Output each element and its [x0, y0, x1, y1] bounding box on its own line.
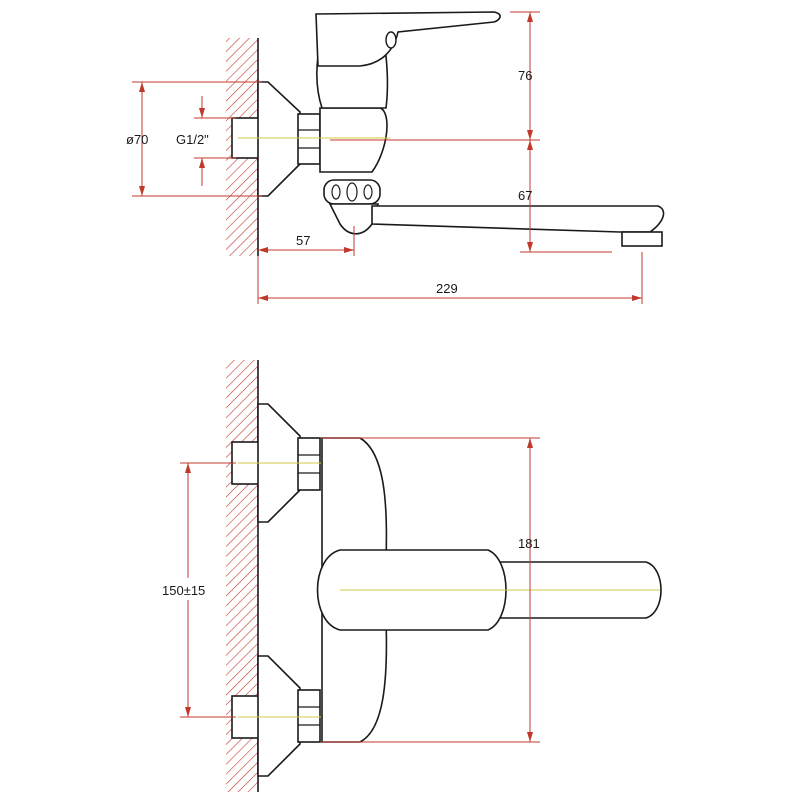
dim-g12-arrow-bot — [199, 158, 205, 168]
flange-side — [257, 81, 301, 197]
dim-70-arrow-top — [139, 82, 145, 92]
handle-side — [315, 11, 501, 67]
collar-hole-3 — [363, 184, 373, 200]
dim-229-label: 229 — [436, 281, 458, 296]
dim-229-arrow-left — [258, 295, 268, 301]
dim-57-label: 57 — [296, 233, 310, 248]
dim-g12-label: G1/2" — [176, 132, 209, 147]
dim-67-arrow-top — [527, 140, 533, 150]
dim-181-arrow-top — [527, 438, 533, 448]
dim-181-arrow-bot — [527, 732, 533, 742]
dim-g12-arrow-top — [199, 108, 205, 118]
top-view: 150±15 181 — [162, 360, 662, 792]
aerator-side — [621, 231, 663, 247]
dim-150-arrow-top — [185, 463, 191, 473]
dim-67-label: 67 — [518, 188, 532, 203]
dim-70-arrow-bot — [139, 186, 145, 196]
side-view: 76 67 ø70 G1/2" 57 229 — [126, 11, 665, 304]
dim-150-label: 150±15 — [162, 583, 205, 598]
handle-screw-side — [385, 31, 397, 49]
dim-76-arrow-top — [527, 12, 533, 22]
collar-hole-1 — [331, 184, 341, 200]
dim-150-arrow-bot — [185, 707, 191, 717]
spout-side — [371, 205, 665, 233]
dim-181-label: 181 — [518, 536, 540, 551]
collar-hole-2 — [346, 182, 358, 202]
dim-229-arrow-right — [632, 295, 642, 301]
dim-70-label: ø70 — [126, 132, 148, 147]
flange-lower — [257, 655, 301, 777]
dim-76-arrow-bot — [527, 130, 533, 140]
dim-67-arrow-bot — [527, 242, 533, 252]
nut-side — [297, 113, 321, 165]
dim-57-arrow-left — [258, 247, 268, 253]
cartridge-side — [316, 55, 389, 109]
nut-upper — [297, 437, 321, 491]
nut-lower — [297, 689, 321, 743]
dim-76-label: 76 — [518, 68, 532, 83]
dim-57-arrow-right — [344, 247, 354, 253]
